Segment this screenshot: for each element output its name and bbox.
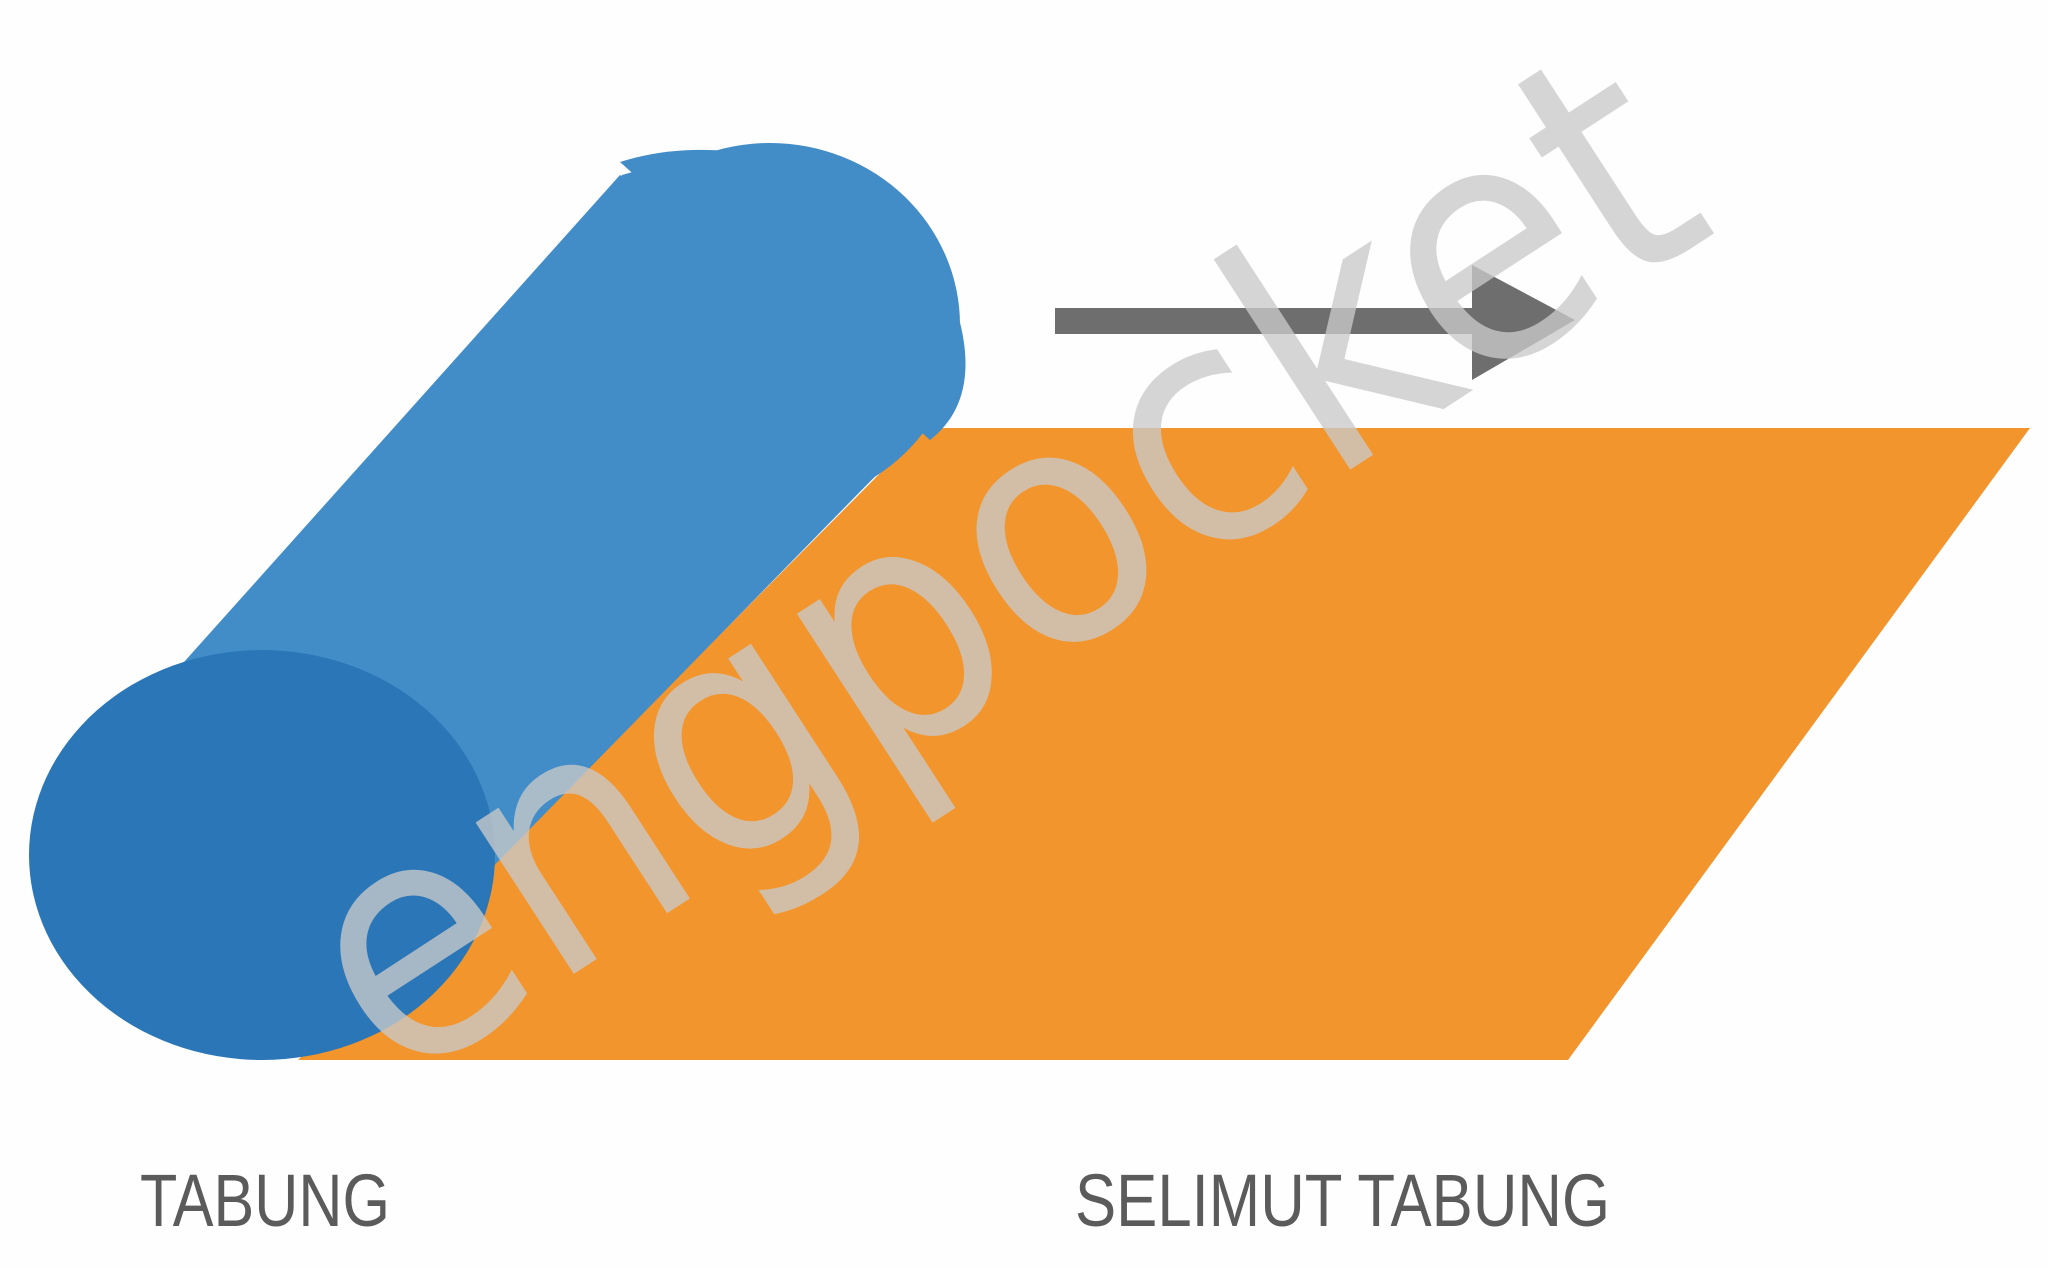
- blanket-rectangle: [298, 428, 2030, 1060]
- arrow-head: [1472, 265, 1575, 380]
- blanket-label: SELIMUT TABUNG: [1075, 1159, 1610, 1242]
- cylinder-label: TABUNG: [140, 1159, 390, 1242]
- arrow-shaft: [1055, 308, 1485, 334]
- cylinder-front-end: [29, 650, 495, 1060]
